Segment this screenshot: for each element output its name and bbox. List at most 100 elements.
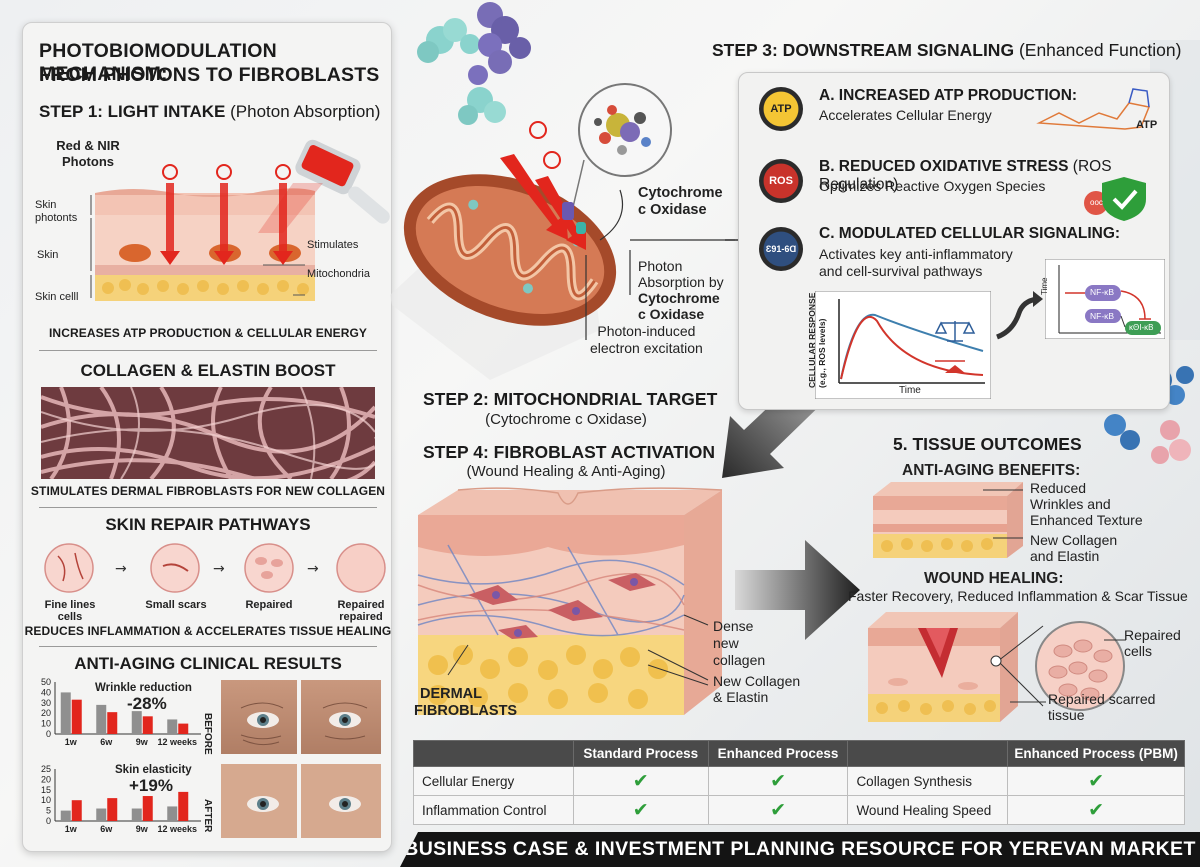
chart2-annotation: +19% [129,776,173,795]
bar [71,800,82,821]
atp-molecule-label: ATP [1136,119,1158,131]
x-tick-label: 1w [65,737,78,747]
bar [96,704,107,734]
repair-stage-2: Small scars [145,599,207,611]
arrow-step4-to-outcomes [735,540,860,640]
y-tick-label: 10 [41,795,51,805]
y-tick-label: 25 [41,765,51,774]
check-icon: ✔ [1007,795,1185,825]
table-header [847,740,1009,767]
outcomes-heading: 5. TISSUE OUTCOMES [893,434,1082,454]
y-tick-label: 50 [41,678,51,687]
clinical-heading: ANTI-AGING CLINICAL RESULTS [74,654,342,673]
sun-icons-center [529,121,561,169]
wound-healing-desc: Faster Recovery, Reduced Inflammation & … [848,588,1188,604]
table-cell: Cellular Energy [413,766,574,796]
bar [167,806,178,821]
nfkb-label-2: NF-ĸB [1090,311,1115,321]
x-tick-label: 6w [100,737,113,747]
y-tick-label: 15 [41,785,51,795]
new-collagen-label: New Collagen& Elastin [713,673,801,705]
check-icon: ✔ [572,766,709,796]
repair-heading: SKIN REPAIR PATHWAYS [105,515,311,534]
svg-text:→: → [213,561,225,577]
table-row: Cellular Energy ✔ ✔ Collagen Synthesis ✔ [413,766,1185,796]
table-header-row: Standard Process Enhanced Process Enhanc… [413,740,1185,767]
collagen-caption: STIMULATES DERMAL FIBROBLASTS FOR NEW CO… [30,484,386,498]
repair-stages-illustration: → → → [44,543,386,593]
step1-subtitle: (Photon Absorption) [230,102,381,121]
response-graph [815,291,991,399]
step2-subheading: (Cytochrome c Oxidase) [485,411,647,428]
shield-check-icon [1084,177,1146,221]
table-header [413,740,574,767]
chart1-title: Wrinkle reduction [95,682,192,694]
step3b-desc: Optimizes Reactive Oxygen Species [819,178,1046,194]
ros-badge-icon: ROS [759,159,803,203]
bar [167,719,178,734]
chart2-title: Skin elasticity [115,764,192,776]
table-cell: Wound Healing Speed [847,795,1009,825]
before-label: BEFORE [202,713,213,755]
step3-heading: STEP 3: DOWNSTREAM SIGNALING (Enhanced F… [712,40,1182,60]
mitochondrion-illustration [390,83,735,380]
atp-molecule-icon [1036,88,1151,130]
left-panel: PHOTOBIOMODULATION MECHANISM: FROM PHOTO… [22,22,392,852]
bar [178,791,189,821]
graph-xlabel: Time [899,385,921,396]
x-tick-label: 1w [65,824,78,834]
stimulates-label: Stimulates [307,239,359,251]
step3a-title: A. INCREASED ATP PRODUCTION: [819,87,1078,104]
x-tick-label: 9w [136,737,149,747]
x-tick-label: 12 weeks [157,737,197,747]
anti-aging-skin-block [873,482,1023,558]
step3-panel: ATP A. INCREASED ATP PRODUCTION: Acceler… [738,72,1170,410]
y-tick-label: 30 [41,698,51,708]
bar [142,796,153,821]
led-device-icon [258,139,390,233]
comparison-table: Standard Process Enhanced Process Enhanc… [413,740,1185,825]
table-header: Enhanced Process [707,740,849,767]
y-tick-label: 5 [46,806,51,816]
step2-heading: STEP 2: MITOCHONDRIAL TARGET [423,389,718,409]
balance-scale-icon [934,321,976,342]
nfkb-label-1: NF-ĸB [1090,287,1115,297]
photon-arrows [160,183,293,265]
bar [107,712,118,734]
table-cell: Inflammation Control [413,795,574,825]
repair-stage-3: Repaired [245,599,293,611]
svg-text:→: → [307,561,319,577]
nfkb-label-3: ĸΘI-ĸB [1129,323,1154,332]
svg-text:→: → [115,561,127,577]
photon-absorption-label: Photon Absorption by Cytochrome c Oxidas… [638,258,724,322]
atp-badge-icon: ATP [759,87,803,131]
table-row: Inflammation Control ✔ ✔ Wound Healing S… [413,795,1185,825]
check-icon: ✔ [707,766,849,796]
wound-healing-illustration [868,612,1126,722]
anti-aging-heading: ANTI-AGING BENEFITS: [902,462,1081,479]
atp-caption: INCREASES ATP PRODUCTION & CELLULAR ENER… [49,326,367,340]
step1-heading: STEP 1: LIGHT INTAKE (Photon Absorption) [39,102,380,122]
y-tick-label: 40 [41,687,51,697]
step1-title: STEP 1: LIGHT INTAKE [39,102,226,121]
step3a-desc: Accelerates Cellular Energy [819,107,992,123]
protein-molecule-top [417,2,531,125]
y-tick-label: 0 [46,816,51,826]
y-tick-label: 10 [41,719,51,729]
sun-icons [162,164,291,180]
bar [60,810,71,821]
bar [71,699,82,734]
step3b-title: B. REDUCED OXIDATIVE STRESS (ROS Regulat… [819,158,1112,193]
